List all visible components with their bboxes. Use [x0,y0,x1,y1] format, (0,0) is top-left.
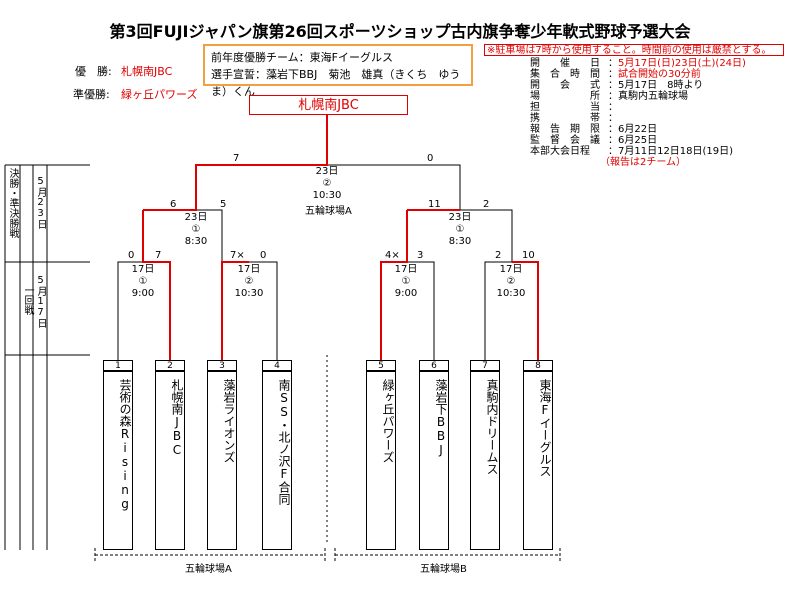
winning-paths [142,115,539,360]
final-block-label: 決勝・準決勝戦 [7,168,18,238]
team-name: 真駒内ドリームス [470,370,500,550]
team-number: 5 [366,360,396,372]
champion-label: 優 勝: [75,65,112,78]
venue-b-label: 五輪球場B [420,564,467,575]
team-number: 3 [207,360,237,372]
venue-lines [94,548,561,562]
info-row: 担 当： [530,102,618,113]
info-row: 監 督 会 議：6月25日 [530,135,658,146]
first3-score-left: 4× [385,250,400,261]
info-row: 開 会 式：5月17日 8時より [530,80,704,91]
first4-score-right: 10 [522,250,535,261]
semi1-score-left: 6 [170,199,177,210]
team-name: 緑ヶ丘パワーズ [366,370,396,550]
champion-name: 札幌南JBC [121,65,173,78]
info-row: 本部大会日程：7月11日12日18日(19日) [530,146,734,157]
semi2-score-right: 2 [483,199,490,210]
team-number: 4 [262,360,292,372]
team-name: 藻岩下BBJ [419,370,449,550]
info-row: 報 告 期 限：6月22日 [530,124,658,135]
first-date-label: 5月17日 [35,275,46,328]
first2-score-right: 0 [260,250,267,261]
parking-notice: ※駐車場は7時から使用すること。時間前の使用は厳禁とする。 [484,44,784,56]
final-score-right: 0 [427,153,434,164]
first2-score-left: 7× [230,250,245,261]
final-date-label: 5月23日 [35,176,46,229]
previous-info-box: 前年度優勝チーム：東海Fイーグルス 選手宣誓：藻岩下BBJ 菊池 雄真（きくち … [203,44,473,98]
venue-a-label: 五輪球場A [185,564,232,575]
page-title: 第3回FUJIジャパン旗第26回スポーツショップ古内旗争奪少年軟式野球予選大会 [109,22,691,41]
first4-score-left: 2 [495,250,502,261]
team-number: 1 [103,360,133,372]
team-number: 6 [419,360,449,372]
side-grid [4,164,90,550]
first1-score-right: 7 [155,250,162,261]
info-row: 携 帯： [530,113,618,124]
losing-paths [117,164,513,360]
champion-box: 札幌南JBC [249,95,408,115]
previous-champion: 前年度優勝チーム：東海Fイーグルス [211,51,393,64]
team-name: 南SS・北ノ沢F合同 [262,370,292,550]
runnerup-label: 準優勝: [73,88,110,101]
first3-score-right: 3 [417,250,424,261]
first1-score-left: 0 [128,250,135,261]
runnerup-name: 緑ヶ丘パワーズ [121,88,198,101]
semi2-score-left: 11 [428,199,441,210]
team-name: 東海Fイーグルス [523,370,553,550]
team-name: 札幌南JBC [155,370,185,550]
info-row: 開 催 日：5月17日(日)23日(土)(24日) [530,58,746,69]
team-name: 芸術の森Rising [103,370,133,550]
player-oath: 選手宣誓：藻岩下BBJ 菊池 雄真（きくち ゆうま）くん [211,68,461,98]
team-number: 7 [470,360,500,372]
team-number: 2 [155,360,185,372]
semi1-score-right: 5 [220,199,227,210]
first-block-label: 一回戦 [22,285,33,315]
final-venue: 五輪球場A [305,206,352,217]
info-row: 集 合 時 間：試合開始の30分前 [530,69,701,80]
team-number: 8 [523,360,553,372]
event-info: 開 催 日：5月17日(日)23日(土)(24日) 集 合 時 間：試合開始の3… [530,58,746,168]
info-row: 場 所：真駒内五輪球場 [530,91,688,102]
info-note: （報告は2チーム） [600,157,687,168]
team-name: 藻岩ライオンズ [207,370,237,550]
final-score-left: 7 [233,153,240,164]
